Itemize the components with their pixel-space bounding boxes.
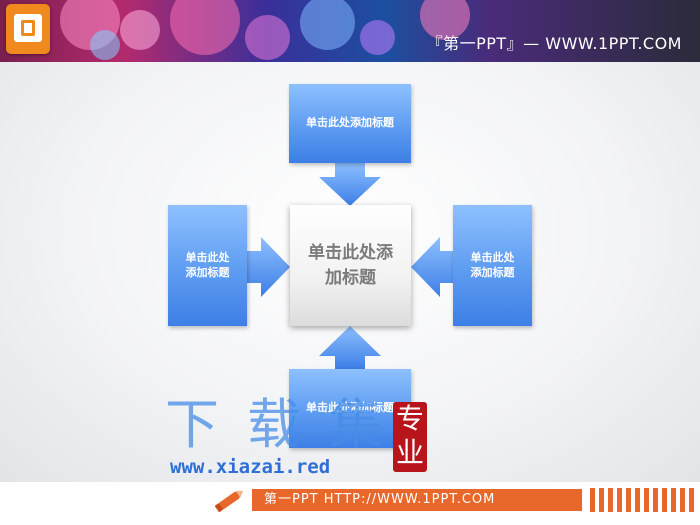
bokeh-circle bbox=[360, 20, 395, 55]
left-box-label: 单击此处添加标题 bbox=[185, 250, 230, 279]
bokeh-circle bbox=[170, 0, 240, 55]
top-box-label: 单击此处添加标题 bbox=[306, 116, 394, 130]
arrow-down bbox=[319, 163, 381, 206]
right-box[interactable]: 单击此处添加标题 bbox=[453, 205, 532, 326]
footer-stripes bbox=[590, 488, 698, 512]
right-box-label: 单击此处添加标题 bbox=[470, 250, 515, 279]
powerpoint-icon bbox=[6, 4, 50, 54]
bokeh-circle bbox=[245, 15, 290, 60]
watermark-seal: 专业 bbox=[393, 402, 427, 472]
arrow-left bbox=[411, 237, 453, 297]
arrow-right bbox=[247, 237, 290, 297]
watermark-text: 下载集 bbox=[165, 393, 411, 456]
header-title: 『第一PPT』— WWW.1PPT.COM bbox=[426, 34, 682, 53]
bokeh-circle bbox=[90, 30, 120, 60]
footer: 第一PPT HTTP://WWW.1PPT.COM bbox=[0, 482, 700, 525]
header-banner: 『第一PPT』— WWW.1PPT.COM bbox=[0, 0, 700, 62]
arrow-up bbox=[319, 326, 381, 369]
bokeh-circle bbox=[120, 10, 160, 50]
bokeh-circle bbox=[420, 0, 470, 40]
bokeh-circle bbox=[300, 0, 355, 50]
left-box[interactable]: 单击此处添加标题 bbox=[168, 205, 247, 326]
bottom-box[interactable]: 单击此处添加标题 bbox=[289, 369, 411, 448]
footer-link[interactable]: 第一PPT HTTP://WWW.1PPT.COM bbox=[252, 489, 582, 511]
top-box[interactable]: 单击此处添加标题 bbox=[289, 84, 411, 163]
watermark-url: www.xiazai.red bbox=[170, 456, 331, 478]
pencil-icon bbox=[214, 490, 244, 513]
center-box-label: 单击此处添加标题 bbox=[308, 242, 393, 288]
center-box[interactable]: 单击此处添加标题 bbox=[290, 205, 411, 326]
bottom-box-label: 单击此处添加标题 bbox=[306, 401, 394, 415]
